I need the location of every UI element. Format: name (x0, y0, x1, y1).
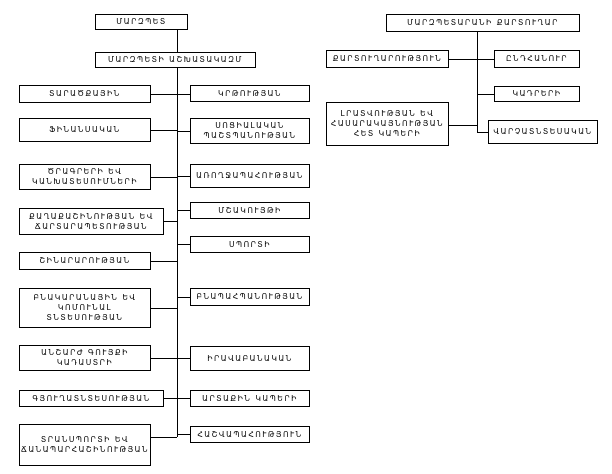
connector (177, 210, 190, 211)
connector (164, 221, 177, 222)
connector (151, 177, 177, 178)
chief-of-staff-box: ՄԱՐԶՊԵՏԱՐԱՆԻ ՔԱՐՏՈՒՂԱՐ (386, 14, 580, 32)
unit-general: ԸՆԴՀԱՆՈՒՐ (494, 50, 580, 68)
connector (177, 30, 178, 52)
connector (177, 176, 190, 177)
dept-environment: ԲՆԱՊԱՀՊԱՆՈՒԹՅԱՆ (190, 288, 310, 306)
dept-education: ԿՐԹՈՒԹՅԱՆ (190, 85, 310, 102)
connector (449, 125, 477, 126)
connector (177, 131, 190, 132)
dept-urban-planning: ՔԱՂԱՔԱՇԻՆՈՒԹՅԱՆ ԵՎ ՃԱՐՏԱՐԱՊԵՏՈՒԹՅԱՆ (19, 208, 164, 235)
connector (177, 297, 190, 298)
connector (449, 59, 477, 60)
dept-healthcare: ԱՌՈՂՋԱՊԱՀՈՒԹՅԱՆ (190, 164, 310, 188)
dept-transport: ՏՐԱՆՍՊՈՐՏԻ ԵՎ ՃԱՆԱՊԱՐՀԱՇԻՆՈՒԹՅԱՆ (19, 424, 151, 466)
dept-territorial: ՏԱՐԱԾՔԱՅԻՆ (19, 85, 151, 103)
dept-programs: ԾՐԱԳՐԵՐԻ ԵՎ ԿԱՆԽԱՏԵՍՈՒՄՆԵՐԻ (19, 164, 151, 190)
connector (177, 358, 190, 359)
unit-public-relations: ԼՐԱՏՎՈՒԹՅԱՆ ԵՎ ՀԱՍԱՐԱԿԱՅՆՈՒԹՅԱՆ ՀԵՏ ԿԱՊԵ… (326, 102, 449, 146)
dept-finance: ՖԻՆԱՆՍԱԿԱՆ (19, 118, 151, 142)
unit-administrative: ՎԱՐՉԱՏՆՏԵՍԱԿԱՆ (488, 120, 598, 144)
connector (477, 59, 494, 60)
dept-external-relations: ԱՐՏԱՔԻՆ ԿԱՊԵՐԻ (190, 390, 310, 407)
dept-real-estate-cadastre: ԱՆՇԱՐԺ ԳՈՒՅՔԻ ԿԱԴԱՍՏՐԻ (19, 345, 151, 371)
connector (177, 434, 190, 435)
unit-personnel: ԿԱԴՐԵՐԻ (494, 86, 580, 102)
connector (151, 308, 177, 309)
connector (177, 94, 190, 95)
dept-agriculture: ԳՅՈՒՂԱՏՆՏԵՍՈՒԹՅԱՆ (19, 390, 164, 407)
connector (164, 398, 177, 399)
connector (177, 244, 190, 245)
trunk-line (477, 32, 478, 132)
governor-office-box: ՄԱՐԶՊԵՏԻ ԱՇԽԱՏԱԿԱԶՄ (95, 52, 256, 68)
unit-secretariat: ՔԱՐՏՈՒՂԱՐՈՒԹՅՈՒՆ (326, 50, 449, 68)
dept-legal: ԻՐԱՎԱԲԱՆԱԿԱՆ (190, 346, 310, 371)
connector (151, 437, 177, 438)
dept-culture: ՄՇԱԿՈՒՅԹԻ (190, 202, 310, 219)
connector (151, 261, 177, 262)
governor-box: ՄԱՐԶՊԵՏ (95, 14, 188, 30)
dept-sport: ՍՊՈՐՏԻ (190, 236, 310, 253)
connector (477, 132, 488, 133)
connector (151, 94, 177, 95)
dept-accounting: ՀԱՇՎԱՊԱՀՈՒԹՅՈՒՆ (190, 426, 310, 443)
connector (477, 94, 494, 95)
connector (177, 398, 190, 399)
dept-social-protection: ՍՈՑԻԱԼԱԿԱՆ ՊԱՇՏՊԱՆՈՒԹՅԱՆ (190, 118, 310, 144)
dept-construction: ՇԻՆԱՐԱՐՈՒԹՅԱՆ (19, 252, 151, 270)
connector (151, 130, 177, 131)
dept-housing: ԲՆԱԿԱՐԱՆԱՅԻՆ ԵՎ ԿՈՄՈՒՆԱԼ ՏՆՏԵՍՈՒԹՅԱՆ (19, 288, 151, 328)
trunk-line (177, 68, 178, 437)
connector (151, 358, 177, 359)
